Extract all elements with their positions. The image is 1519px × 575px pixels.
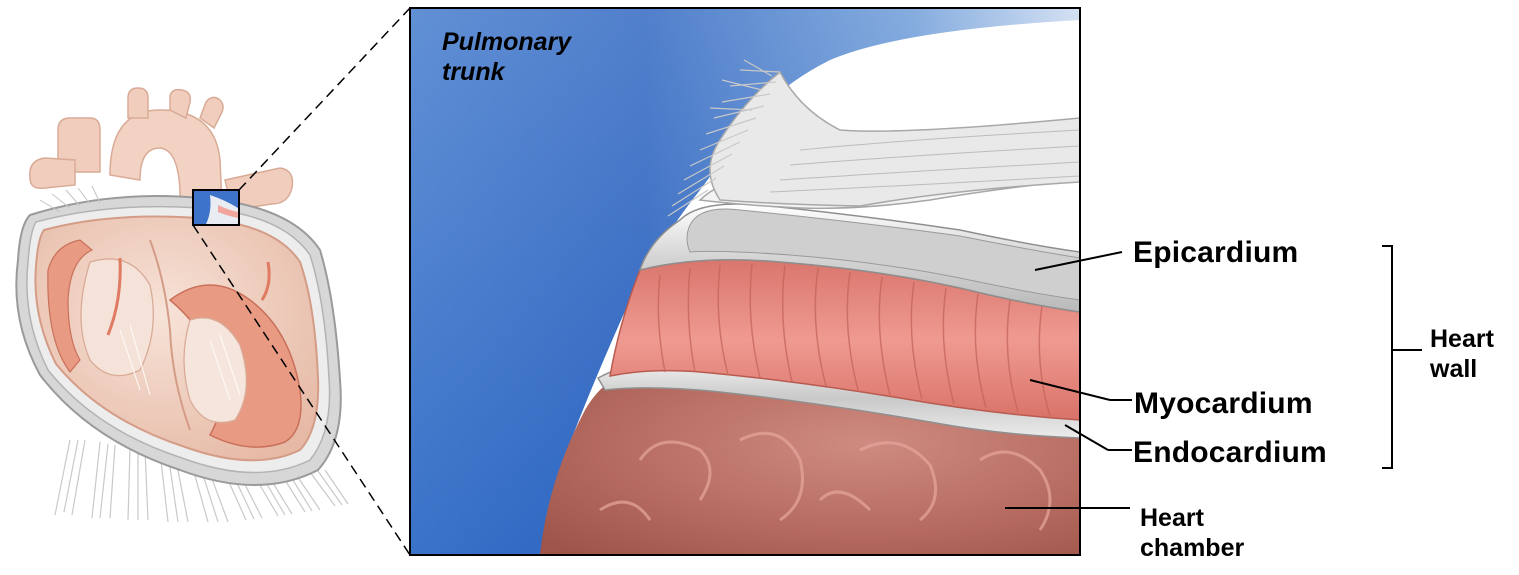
epicardium-label: Epicardium <box>1133 236 1298 270</box>
heart-wall-label: Heart wall <box>1430 324 1494 384</box>
zoom-line-top <box>239 8 410 190</box>
pulmonary-trunk-label-line1: Pulmonary <box>442 27 571 57</box>
heart-thumbnail <box>16 88 348 522</box>
pulmonary-trunk-label: Pulmonary trunk <box>442 27 571 87</box>
heart-chamber-label-line1: Heart <box>1140 503 1244 533</box>
heart-wall-bracket <box>1382 246 1392 468</box>
heart-chamber-label-line2: chamber <box>1140 533 1244 563</box>
heart-wall-label-line1: Heart <box>1430 324 1494 354</box>
pulmonary-trunk-label-line2: trunk <box>442 57 571 87</box>
heart-chamber-label: Heart chamber <box>1140 503 1244 563</box>
heart-wall-label-line2: wall <box>1430 354 1494 384</box>
myocardium-label: Myocardium <box>1134 387 1313 421</box>
endocardium-label: Endocardium <box>1133 436 1327 470</box>
magnified-view <box>410 8 1080 555</box>
